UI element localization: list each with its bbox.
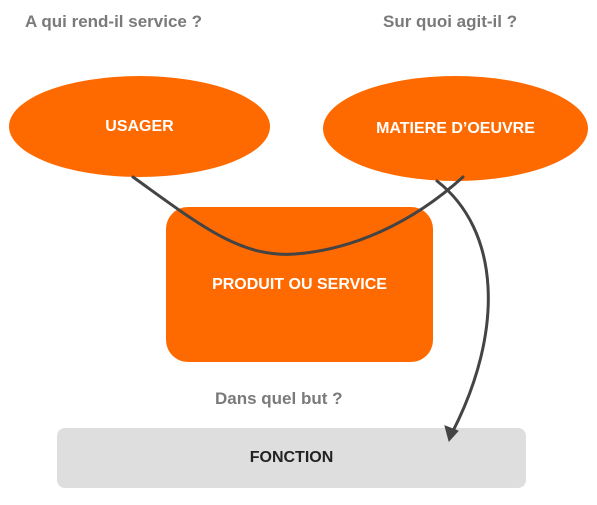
question-but: Dans quel but ? xyxy=(215,389,343,408)
matiere-fonction-arrow xyxy=(435,179,490,435)
produit-service-node: PRODUIT OU SERVICE xyxy=(166,207,433,362)
question-matiere: Sur quoi agit-il ? xyxy=(383,12,518,31)
matiere-oeuvre-label: MATIERE D’OEUVRE xyxy=(376,119,535,137)
fonction-label: FONCTION xyxy=(249,449,334,466)
usager-node: USAGER xyxy=(9,76,270,177)
fonction-node: FONCTION xyxy=(57,428,526,488)
matiere-oeuvre-node: MATIERE D’OEUVRE xyxy=(323,76,588,181)
question-usager: A qui rend-il service ? xyxy=(25,12,202,31)
produit-service-label: PRODUIT OU SERVICE xyxy=(212,275,387,293)
usager-label: USAGER xyxy=(105,117,174,135)
